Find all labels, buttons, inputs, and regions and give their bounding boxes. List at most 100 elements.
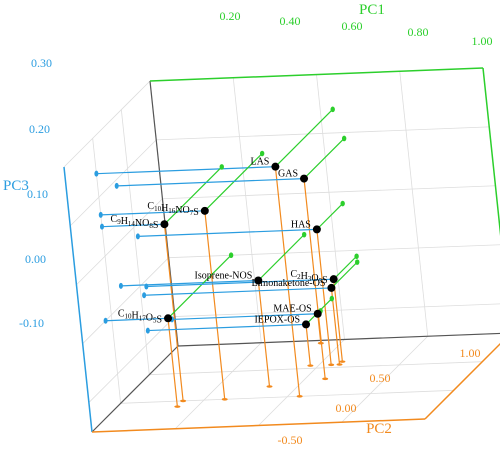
pc2-projection-line [305,324,311,366]
pc1-projection-line [204,153,263,212]
pc3-projection-dot [98,211,103,218]
pc2-projection-line [167,318,178,407]
pc1-projection-line [303,138,345,180]
pc3-projection-dot [94,170,99,177]
pc3-projection-line [105,317,169,322]
pc3-projection-dot [142,292,147,299]
pc2-projection-line [204,210,226,400]
data-point [300,174,309,183]
pc1-projection-line [333,255,358,280]
point-label: C10H17O5S [118,308,162,325]
pc1-projection-dot [219,164,224,170]
pc3-projection-dot [145,327,150,334]
pc3-projection-line [120,279,259,287]
pc2-tick-label: 1.00 [460,346,481,360]
grid-line [120,389,454,404]
point-label: MAE-OS [273,304,311,315]
pc1-axis-edge [149,67,484,82]
grid-line [399,71,429,337]
pc1-projection-dot [355,259,360,265]
pc2-axis-edge [91,418,426,433]
data-point [302,320,311,329]
pc2-axis-edge [424,342,500,420]
grid-line [168,244,500,259]
pc1-tick-label: 0.80 [408,25,429,39]
point-label: GAS [278,169,298,180]
data-point [329,275,338,284]
pc1-projection-dot [354,253,359,260]
pc3-tick-label: 0.20 [29,122,50,136]
pc1-axis-edge [482,67,500,237]
pc1-tick-label: 1.00 [472,34,493,48]
pc1-projection-line [167,254,232,319]
pc3-projection-line [96,166,276,175]
data-point [312,225,321,234]
pc3-projection-dot [135,233,140,240]
grid-line [82,257,169,344]
pc3-projection-line [101,223,165,228]
grid-line [174,342,262,430]
grid-line [316,74,345,340]
pc2-projection-dot [328,363,335,367]
pc1-axis-label: PC1 [359,2,385,18]
pc3-projection-line [116,177,305,187]
pc3-projection-dot [118,282,123,289]
box-edge [91,345,179,433]
pc3-projection-dot [144,283,149,290]
pc1-projection-dot [341,135,347,142]
pc3-tick-label: 0.00 [25,252,46,266]
data-point [313,309,322,318]
pc3-projection-line [144,287,332,296]
point-label: LAS [250,157,269,168]
grid-line [232,77,262,343]
pc3-projection-dot [103,317,108,324]
point-label: Isoprene-NOS [195,271,253,282]
point-label: C10H16NO7S [147,201,198,218]
point-label: C2H3O5S [290,269,327,286]
pc1-projection-dot [259,150,265,157]
pc2-projection-dot [266,385,273,388]
data-point [271,162,280,171]
pc1-tick-label: 0.20 [220,9,241,23]
pc2-projection-dot [339,360,346,363]
box-front-edges [63,67,500,433]
pc1-projection-line [257,234,305,281]
data-label-layer: LASC10H16NO7SC9H14NO8SGASHASIsoprene-NOS… [111,157,328,326]
pc3-projection-line [147,323,307,332]
data-point [160,220,169,229]
pc1-projection-dot [228,252,234,259]
data-point [200,206,209,215]
data-point-layer [160,162,338,329]
grid-line [174,303,500,317]
pc1-projection-dot [340,200,345,207]
pc2-projection-dot [317,341,324,345]
pc3-axis-edge [63,166,93,433]
pc2-projection-dot [322,377,329,381]
pc3-projection-line [171,313,318,321]
grid-line [162,185,496,200]
point-label: Limonaketone-OS [252,278,326,289]
box-edge [149,80,179,347]
pc2-projection-line [317,313,322,344]
pc1-projection-line [274,108,334,168]
pc2-tick-label: 0.00 [336,401,357,415]
grid-lines [63,67,500,433]
pc2-projection-dot [180,399,187,403]
pc1-tick-label: 0.40 [280,14,301,28]
pc2-projection-dot [296,395,303,398]
grid-line [120,109,150,375]
point-label: HAS [291,219,311,230]
pc2-projection-dot [307,364,314,367]
grid-line [149,361,483,376]
pc1-projection-line [330,261,358,289]
pc2-projection-dot [336,363,343,366]
pc3-tick-label: 0.30 [31,56,52,70]
pc1-projection-dot [301,231,307,238]
pc3-projection-dot [100,223,104,230]
pc1-projection-line [316,203,344,230]
pc2-tick-label: 0.50 [370,371,391,385]
grid-line [156,126,490,141]
grid-line [92,138,122,404]
data-point [164,314,173,323]
pc2-projection-dot [221,397,228,401]
